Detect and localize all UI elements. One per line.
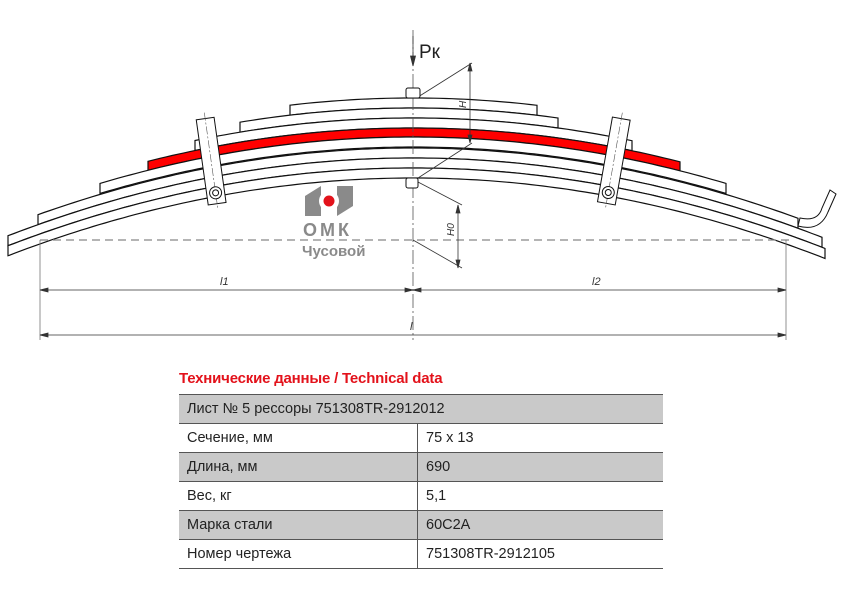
center-bolt-head (405, 87, 421, 99)
l-label: l (410, 321, 413, 333)
spring-end-hook (797, 189, 837, 228)
spring-leaf (99, 136, 727, 195)
table-title: Технические данные / Technical data (179, 370, 443, 387)
leaf-spring-drawing: Pк H H0 l1 l2 l ОМК Чусовой (7, 30, 837, 340)
center-bolt-nut (405, 177, 419, 189)
clamp-left (195, 112, 227, 208)
logo-dot (323, 195, 335, 207)
table-header: Лист № 5 рессоры 751308TR-2912012 (179, 394, 663, 424)
technical-data-table: Лист № 5 рессоры 751308TR-2912012 Сечени… (179, 394, 663, 569)
omk-logo: ОМК Чусовой (302, 186, 365, 260)
load-label: Pк (419, 42, 441, 63)
height-label: H (458, 100, 469, 108)
l2-label: l2 (592, 276, 601, 288)
l1-label: l1 (220, 276, 229, 288)
height0-label: H0 (446, 223, 457, 236)
svg-text:ОМК: ОМК (303, 220, 352, 240)
svg-text:Чусовой: Чусовой (302, 243, 365, 260)
clamp-right (596, 112, 631, 208)
table-header-row: Лист № 5 рессоры 751308TR-2912012 (179, 394, 663, 424)
arrow-down-icon (409, 55, 417, 67)
